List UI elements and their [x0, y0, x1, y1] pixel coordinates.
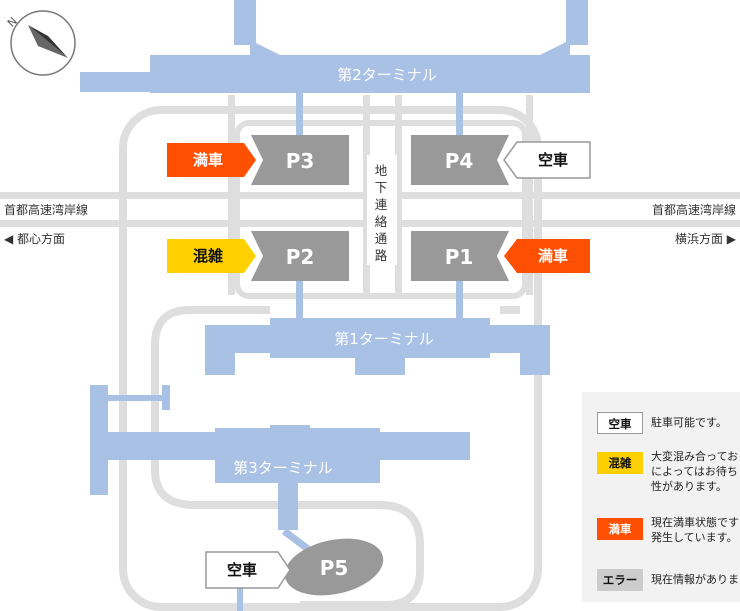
- parking-lot-p1[interactable]: P1: [411, 231, 509, 281]
- svg-text:満車: 満車: [193, 151, 223, 169]
- svg-text:混雑: 混雑: [193, 247, 223, 265]
- parking-lot-p3[interactable]: P3: [251, 135, 349, 185]
- status-badge-p2: 混雑: [167, 239, 256, 273]
- parking-lot-p2[interactable]: P2: [251, 231, 349, 281]
- svg-text:絡: 絡: [375, 214, 388, 229]
- parking-lot-p5[interactable]: P5: [279, 530, 388, 604]
- svg-text:路: 路: [375, 248, 388, 263]
- status-badge-p1: 満車: [504, 239, 590, 273]
- status-badge-p5: 空車: [205, 551, 291, 589]
- terminal-3-label: 第3ターミナル: [233, 459, 333, 477]
- terminal-connectors: [296, 90, 463, 320]
- highway-label-right: 首都高速湾岸線: [652, 202, 736, 217]
- status-badge-p3: 満車: [167, 143, 256, 177]
- legend-badge-error: エラー: [597, 569, 643, 591]
- svg-text:地: 地: [375, 163, 388, 178]
- terminal-2-label: 第2ターミナル: [337, 66, 437, 84]
- direction-tokyo-label: ◀ 都心方面: [4, 231, 65, 246]
- direction-yokohama-label: 横浜方面 ▶: [675, 231, 737, 246]
- legend-text-vacant: 駐車可能です。: [651, 416, 727, 429]
- svg-text:通: 通: [375, 231, 388, 246]
- status-badge-p4: 空車: [503, 141, 591, 179]
- svg-text:P4: P4: [445, 149, 474, 173]
- highway-label-left: 首都高速湾岸線: [4, 202, 88, 217]
- svg-text:P1: P1: [445, 245, 474, 269]
- legend-badge-full: 満車: [597, 518, 643, 540]
- terminal-2-building: [80, 0, 590, 93]
- legend-badge-vacant: 空車: [597, 412, 643, 434]
- svg-text:連: 連: [375, 197, 388, 212]
- legend-text-crowded: 大変混み合ってお によってはお待ち 性があります。: [651, 450, 739, 493]
- legend-text-full: 現在満車状態です 発生しています。: [651, 516, 739, 544]
- terminal-1-building: [205, 318, 550, 375]
- legend-panel: 空車 駐車可能です。 混雑 大変混み合ってお によってはお待ち 性があります。 …: [582, 392, 740, 602]
- svg-text:P2: P2: [286, 245, 315, 269]
- north-compass-icon: N: [5, 10, 76, 76]
- svg-text:空車: 空車: [538, 151, 568, 169]
- parking-lot-p4[interactable]: P4: [411, 135, 509, 185]
- legend-badge-crowded: 混雑: [597, 452, 643, 474]
- terminal-1-label: 第1ターミナル: [334, 330, 434, 348]
- passage-bg: [367, 155, 397, 265]
- legend-text-error: 現在情報がありま: [651, 573, 739, 586]
- svg-text:下: 下: [375, 180, 388, 195]
- underground-passage-label: 地 下 連 絡 通 路: [375, 163, 388, 263]
- svg-text:満車: 満車: [538, 247, 568, 265]
- terminal-3-building: [90, 385, 470, 611]
- svg-text:P5: P5: [320, 556, 349, 580]
- svg-text:P3: P3: [286, 149, 315, 173]
- svg-text:空車: 空車: [227, 561, 257, 579]
